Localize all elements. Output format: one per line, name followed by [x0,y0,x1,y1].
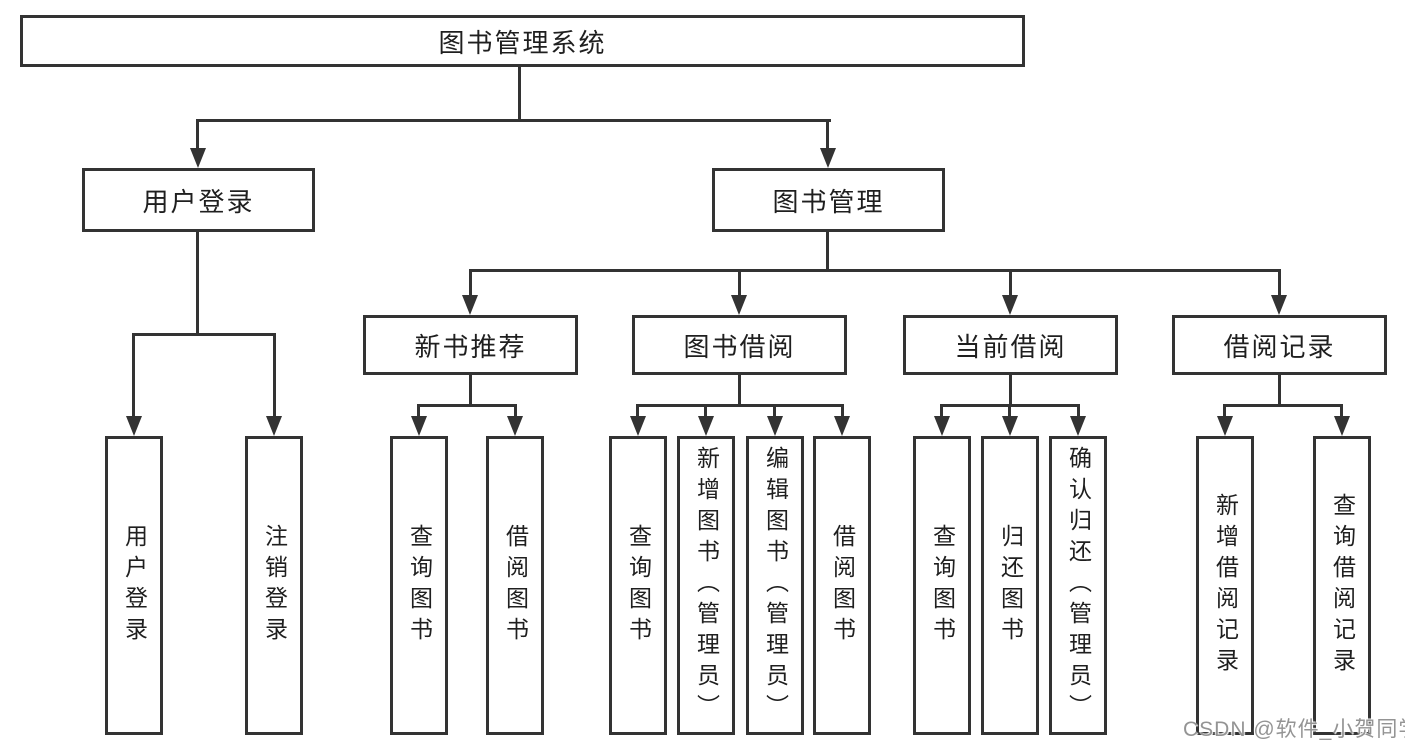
connector-leaf-drop [636,404,639,418]
leaf-current-query-book: 查询图书 [913,436,971,735]
leaf-confirm-return-admin-label: 确认归还（管理员） [1065,446,1092,725]
leaf-user-login-label: 用户登录 [121,523,148,648]
connector-section-drop [1009,269,1012,297]
connector-leaf-drop [1077,404,1080,418]
node-book-management: 图书管理 [712,168,945,232]
connector-user-login-drop [196,119,199,152]
connector-root-hline [196,119,831,122]
arrowhead-leaf [1217,416,1233,436]
leaf-return-book: 归还图书 [981,436,1039,735]
arrowhead-leaf [767,416,783,436]
connector-leaf-drop [1008,404,1011,418]
connector-recommend-hline [417,404,517,407]
connector-leaf-drop [841,404,844,418]
node-root: 图书管理系统 [20,15,1025,67]
node-user-login-label: 用户登录 [142,186,255,217]
connector-leaf-drop [940,404,943,418]
arrowhead-leaf [126,416,142,436]
connector-book-borrow-stem [738,374,741,407]
connector-current-borrow-stem [1009,374,1012,407]
leaf-confirm-return-admin: 确认归还（管理员） [1049,436,1107,735]
connector-book-mgmt-hline [469,269,1281,272]
leaf-add-borrow-record: 新增借阅记录 [1196,436,1254,735]
leaf-query-borrow-record-label: 查询借阅记录 [1329,492,1356,679]
leaf-recommend-borrow-book: 借阅图书 [486,436,544,735]
node-borrow-record-label: 借阅记录 [1223,331,1336,362]
arrowhead-book-mgmt [820,148,836,168]
leaf-current-query-book-label: 查询图书 [929,523,956,648]
connector-book-mgmt-stem [826,232,829,272]
arrowhead-leaf [411,416,427,436]
leaf-logout-label: 注销登录 [261,523,288,648]
node-new-book-recommend-label: 新书推荐 [414,331,527,362]
leaf-logout: 注销登录 [245,436,303,735]
connector-borrow-record-stem [1278,374,1281,407]
arrowhead-user-login [190,148,206,168]
arrowhead-section [1002,295,1018,315]
arrowhead-leaf [266,416,282,436]
node-borrow-record: 借阅记录 [1172,315,1387,375]
connector-leaf-drop [1223,404,1226,418]
node-book-management-label: 图书管理 [772,186,885,217]
connector-section-drop [469,269,472,297]
arrowhead-section [731,295,747,315]
leaf-borrow-book: 借阅图书 [813,436,871,735]
connector-leaf-drop [704,404,707,418]
connector-leaf-drop [132,333,135,417]
leaf-return-book-label: 归还图书 [997,523,1024,648]
arrowhead-leaf [1002,416,1018,436]
leaf-add-book-admin: 新增图书（管理员） [677,436,735,735]
node-book-borrow-label: 图书借阅 [683,331,796,362]
connector-book-mgmt-drop [826,119,829,152]
node-book-borrow: 图书借阅 [632,315,847,375]
connector-recommend-stem [469,374,472,407]
arrowhead-leaf [630,416,646,436]
connector-leaf-drop [773,404,776,418]
arrowhead-leaf [834,416,850,436]
node-current-borrow: 当前借阅 [903,315,1118,375]
node-new-book-recommend: 新书推荐 [363,315,578,375]
connector-section-drop [738,269,741,297]
leaf-edit-book-admin-label: 编辑图书（管理员） [762,446,789,725]
leaf-add-book-admin-label: 新增图书（管理员） [693,446,720,725]
watermark: CSDN @软件_小贺同学 [1183,718,1405,741]
arrowhead-leaf [1334,416,1350,436]
node-user-login: 用户登录 [82,168,315,232]
leaf-borrow-query-book-label: 查询图书 [625,523,652,648]
arrowhead-leaf [507,416,523,436]
connector-book-borrow-hline [636,404,844,407]
arrowhead-section [1271,295,1287,315]
leaf-borrow-query-book: 查询图书 [609,436,667,735]
connector-user-login-stem [196,232,199,335]
arrowhead-leaf [1070,416,1086,436]
leaf-edit-book-admin: 编辑图书（管理员） [746,436,804,735]
leaf-query-borrow-record: 查询借阅记录 [1313,436,1371,735]
arrowhead-leaf [934,416,950,436]
leaf-user-login: 用户登录 [105,436,163,735]
connector-section-drop [1278,269,1281,297]
connector-borrow-record-hline [1223,404,1343,407]
node-current-borrow-label: 当前借阅 [954,331,1067,362]
connector-user-login-hline [132,333,276,336]
connector-leaf-drop [273,333,276,417]
leaf-recommend-borrow-book-label: 借阅图书 [502,523,529,648]
arrowhead-leaf [698,416,714,436]
connector-leaf-drop [1340,404,1343,418]
leaf-recommend-query-book-label: 查询图书 [406,523,433,648]
leaf-recommend-query-book: 查询图书 [390,436,448,735]
leaf-borrow-book-label: 借阅图书 [829,523,856,648]
node-root-label: 图书管理系统 [438,27,607,58]
connector-leaf-drop [514,404,517,418]
connector-leaf-drop [417,404,420,418]
connector-root-stem [518,67,521,121]
arrowhead-section [462,295,478,315]
leaf-add-borrow-record-label: 新增借阅记录 [1212,492,1239,679]
